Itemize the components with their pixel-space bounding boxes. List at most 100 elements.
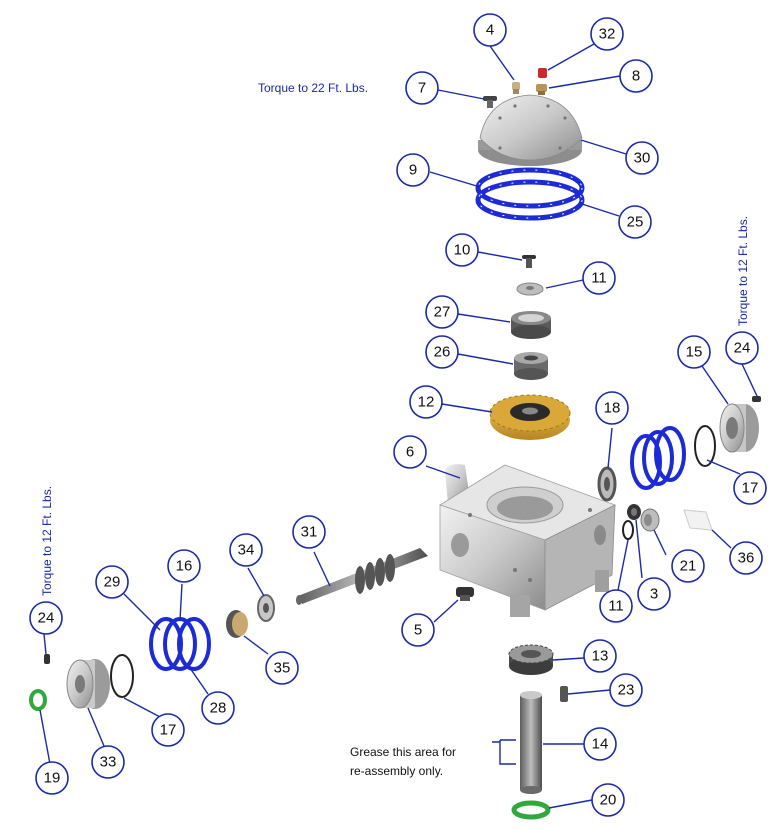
- svg-text:17: 17: [742, 480, 759, 497]
- plug-32: [538, 68, 547, 78]
- svg-text:17: 17: [160, 722, 177, 739]
- svg-text:28: 28: [210, 700, 227, 717]
- svg-text:30: 30: [634, 150, 651, 167]
- callout-26: 26: [425, 335, 459, 369]
- svg-text:10: 10: [454, 242, 471, 259]
- seal-11-right: [622, 520, 634, 540]
- worm-gear-12: [489, 394, 571, 440]
- callout-8: 8: [619, 59, 653, 93]
- callout-11-top: 11: [582, 261, 616, 295]
- torque-note-left: Torque to 12 Ft. Lbs.: [40, 485, 54, 596]
- output-shaft-14: [520, 691, 542, 794]
- svg-text:35: 35: [274, 660, 291, 677]
- screw-10: [522, 255, 536, 268]
- callout-36: 36: [729, 541, 763, 575]
- worm-shaft-31: [296, 548, 428, 605]
- svg-text:20: 20: [600, 792, 617, 809]
- svg-text:34: 34: [238, 542, 255, 559]
- gear-housing-6: [439, 464, 617, 617]
- callout-17-left: 17: [151, 713, 185, 747]
- svg-text:29: 29: [104, 574, 121, 591]
- svg-text:26: 26: [434, 344, 451, 361]
- svg-text:19: 19: [44, 770, 61, 787]
- svg-text:6: 6: [406, 444, 414, 461]
- svg-text:7: 7: [418, 80, 426, 97]
- svg-text:11: 11: [608, 598, 624, 615]
- shim-gaskets-left: [149, 617, 211, 671]
- svg-text:3: 3: [650, 586, 658, 603]
- fitting-8: [536, 84, 547, 95]
- grease-note-line2: re-assembly only.: [350, 764, 444, 778]
- bearing-18: [597, 466, 617, 502]
- callout-32: 32: [590, 17, 624, 51]
- callout-14: 14: [583, 727, 617, 761]
- bearing-cup-27: [511, 311, 551, 339]
- svg-text:8: 8: [632, 68, 640, 85]
- callout-3: 3: [637, 577, 671, 611]
- callout-29: 29: [95, 565, 129, 599]
- callout-11-right: 11: [599, 589, 633, 623]
- cap-21: [640, 508, 660, 532]
- o-ring-17-left: [110, 654, 134, 698]
- svg-text:12: 12: [418, 394, 435, 411]
- callout-17-right: 17: [733, 471, 767, 505]
- screw-24-left: [44, 654, 50, 664]
- callout-5: 5: [401, 613, 435, 647]
- svg-text:24: 24: [38, 610, 55, 627]
- leader-lines: [39, 43, 758, 809]
- gasket-rings-top: [475, 167, 585, 221]
- callout-18: 18: [595, 391, 629, 425]
- svg-text:9: 9: [409, 162, 417, 179]
- bearing-cone-26: [514, 352, 548, 380]
- end-cap-15: [719, 403, 759, 453]
- end-cap-33: [66, 659, 110, 709]
- washer-11-top: [516, 282, 544, 296]
- bearing-cup-35: [226, 610, 248, 638]
- callout-24-left: 24: [29, 601, 63, 635]
- svg-text:14: 14: [592, 736, 609, 753]
- callout-20: 20: [591, 783, 625, 817]
- bushing-3: [627, 504, 641, 520]
- torque-note-top: Torque to 22 Ft. Lbs.: [258, 81, 369, 95]
- callout-16: 16: [167, 549, 201, 583]
- callout-4: 4: [473, 13, 507, 47]
- svg-text:27: 27: [434, 304, 451, 321]
- o-ring-17-right: [694, 425, 716, 467]
- tag-36: [683, 509, 713, 531]
- svg-text:33: 33: [100, 754, 117, 771]
- callout-15: 15: [677, 335, 711, 369]
- callout-19: 19: [35, 761, 69, 795]
- screw-24-right: [752, 396, 761, 402]
- callout-25: 25: [618, 205, 652, 239]
- callout-31: 31: [292, 515, 326, 549]
- key-23: [560, 686, 568, 702]
- callout-34: 34: [229, 533, 263, 567]
- shim-gaskets-right: [630, 426, 686, 490]
- top-cover-plate: [478, 94, 583, 166]
- callout-30: 30: [625, 141, 659, 175]
- callout-35: 35: [265, 651, 299, 685]
- fitting-4: [512, 82, 520, 94]
- callout-28: 28: [201, 691, 235, 725]
- callout-13: 13: [583, 639, 617, 673]
- svg-text:18: 18: [604, 400, 621, 417]
- bearing-34: [257, 594, 275, 622]
- callout-21: 21: [671, 549, 705, 583]
- svg-text:16: 16: [176, 558, 193, 575]
- svg-text:31: 31: [301, 524, 318, 541]
- callout-23: 23: [609, 673, 643, 707]
- svg-text:25: 25: [627, 214, 644, 231]
- grease-note-line1: Grease this area for: [350, 745, 457, 759]
- svg-text:36: 36: [738, 550, 755, 567]
- torque-note-right: Torque to 12 Ft. Lbs.: [736, 215, 750, 326]
- callout-6: 6: [393, 435, 427, 469]
- callout-7: 7: [405, 71, 439, 105]
- callout-10: 10: [445, 233, 479, 267]
- callout-24-right: 24: [725, 331, 759, 365]
- plug-5: [456, 587, 474, 601]
- svg-text:32: 32: [599, 26, 616, 43]
- svg-text:13: 13: [592, 648, 609, 665]
- callout-33: 33: [91, 745, 125, 779]
- bearing-13: [508, 644, 554, 675]
